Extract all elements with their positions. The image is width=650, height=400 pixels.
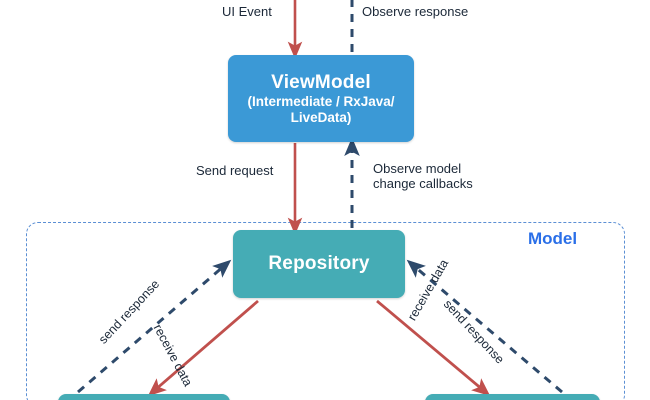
model-boundary-label: Model xyxy=(528,229,578,248)
edge-receive-data-left xyxy=(147,299,259,397)
remote-data-source-node[interactable] xyxy=(58,394,230,400)
edge-label-observe-model-change: Observe model change callbacks xyxy=(373,161,473,191)
edge-send-response-right xyxy=(406,259,563,394)
repository-node[interactable]: Repository xyxy=(233,230,405,298)
viewmodel-subtitle-line1: (Intermediate / RxJava/ xyxy=(247,93,395,109)
edge-receive-data-right xyxy=(376,299,491,397)
edge-label-observe-response: Observe response xyxy=(362,4,469,19)
edge-label-send-request: Send request xyxy=(196,163,274,178)
edge-label-observe-model-line1: Observe model xyxy=(373,161,462,176)
repository-title: Repository xyxy=(268,253,370,274)
edge-label-ui-event: UI Event xyxy=(222,4,272,19)
viewmodel-subtitle-line2: LiveData) xyxy=(290,109,352,125)
local-data-source-node[interactable] xyxy=(425,394,600,400)
edge-label-observe-model-line2: change callbacks xyxy=(373,176,473,191)
viewmodel-node[interactable]: ViewModel (Intermediate / RxJava/ LiveDa… xyxy=(228,55,414,142)
viewmodel-title: ViewModel xyxy=(271,71,371,93)
edge-send-response-left xyxy=(77,259,232,394)
